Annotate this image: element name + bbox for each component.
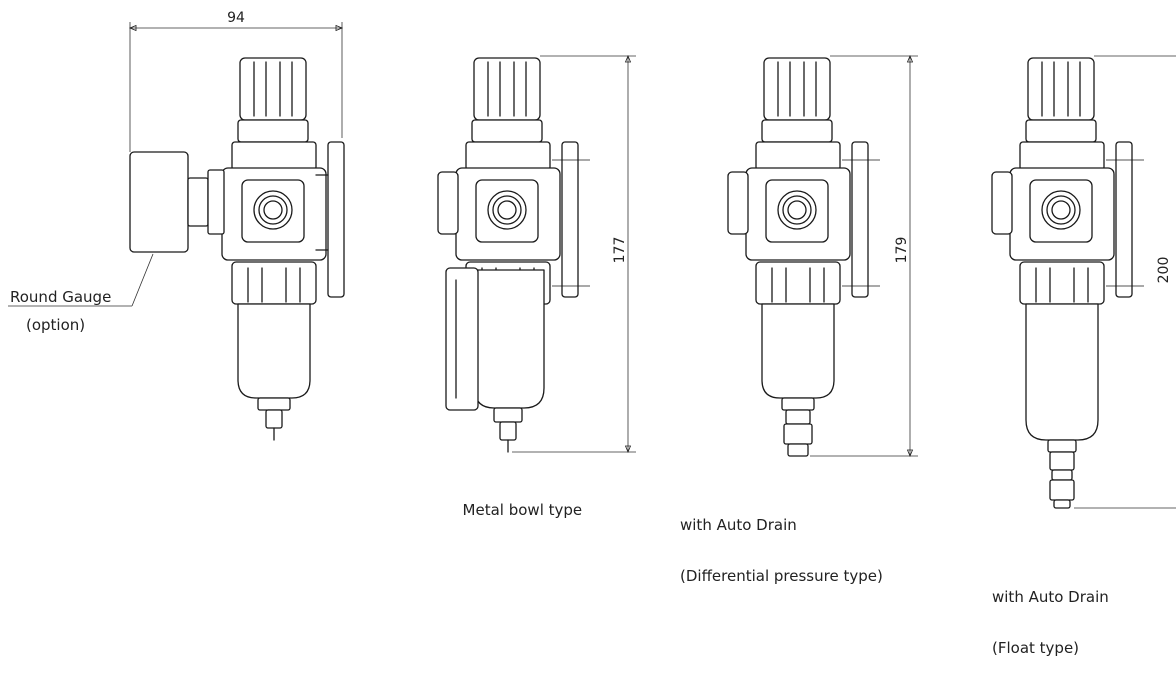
unit-auto-drain-float: 200 bbox=[991, 55, 1176, 509]
caption-float-line2: (Float type) bbox=[992, 639, 1080, 657]
dim-height-177: 177 bbox=[612, 237, 628, 264]
caption-auto-drain-differential: with Auto Drain (Differential pressure t… bbox=[680, 483, 883, 602]
dim-height-179: 179 bbox=[894, 237, 910, 264]
caption-diff-line1: with Auto Drain bbox=[680, 516, 797, 534]
caption-diff-line2: (Differential pressure type) bbox=[680, 567, 883, 585]
caption-float-line1: with Auto Drain bbox=[992, 588, 1109, 606]
caption-auto-drain-float: with Auto Drain (Float type) bbox=[992, 555, 1109, 674]
callout-round-gauge: Round Gauge bbox=[10, 288, 111, 306]
caption-metal-bowl-text: Metal bowl type bbox=[462, 501, 583, 519]
unit-auto-drain-differential: 179 bbox=[727, 54, 918, 458]
caption-metal-bowl: Metal bowl type bbox=[453, 485, 583, 519]
unit-standard-with-gauge: 94 bbox=[128, 10, 345, 441]
callout-option: (option) bbox=[26, 316, 85, 334]
dim-height-200: 200 bbox=[1156, 257, 1172, 284]
round-gauge-callout: Round Gauge (option) bbox=[8, 253, 154, 334]
technical-drawing: 94 Round G bbox=[8, 10, 1176, 509]
dim-width-94: 94 bbox=[227, 10, 245, 26]
unit-metal-bowl: 177 bbox=[437, 54, 636, 454]
